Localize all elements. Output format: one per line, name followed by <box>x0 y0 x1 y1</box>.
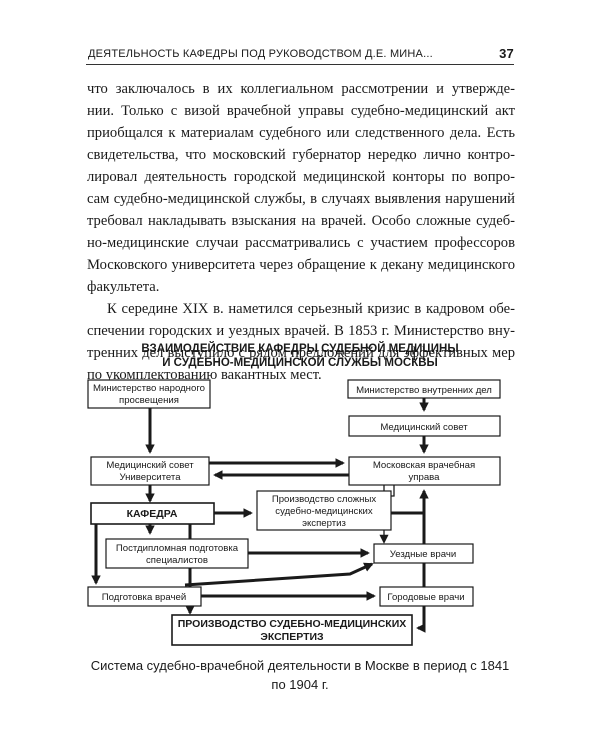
caption-line: по 1904 г. <box>271 677 329 692</box>
text-line: Московского университета через обращение… <box>87 257 515 273</box>
text-line: приобщался к материалам судебного или сл… <box>87 125 515 141</box>
node-medical-council: Медицинский совет <box>348 415 501 437</box>
diagram-title: ВЗАИМОДЕЙСТВИЕ КАФЕДРЫ СУДЕБНОЙ МЕДИЦИНЫ… <box>86 342 514 370</box>
node-label: Медицинский совет <box>380 422 468 433</box>
node-ministry-interior: Министерство внутренних дел <box>347 379 501 399</box>
node-doctor-training: Подготовка врачей <box>87 586 202 607</box>
text-line: спечении городских и уездных врачей. В 1… <box>87 323 515 339</box>
figure-caption: Система судебно-врачебной деятельности в… <box>86 656 514 694</box>
text-line: но-медицинские случаи рассматривались с … <box>87 235 515 251</box>
node-city-doctors: Городовые врачи <box>379 586 474 607</box>
node-label: просвещения <box>119 395 179 406</box>
node-ministry-education: Министерство народного просвещения <box>87 379 211 409</box>
running-head-title: ДЕЯТЕЛЬНОСТЬ КАФЕДРЫ ПОД РУКОВОДСТВОМ Д.… <box>88 48 433 60</box>
text-line: факультета. <box>87 279 160 295</box>
node-label: Московская врачебная <box>373 460 475 471</box>
node-moscow-medical-board: Московская врачебная управа <box>348 456 501 486</box>
page-number: 37 <box>499 46 514 61</box>
node-label: ЭКСПЕРТИЗ <box>260 631 324 643</box>
node-label: Городовые врачи <box>387 592 464 603</box>
paragraph-2: К середине XIX в. наметился серьезный кр… <box>87 298 515 386</box>
node-label: Министерство народного <box>93 383 205 394</box>
node-label: Подготовка врачей <box>102 592 186 603</box>
diagram-title-line: ВЗАИМОДЕЙСТВИЕ КАФЕДРЫ СУДЕБНОЙ МЕДИЦИНЫ <box>141 343 459 355</box>
text-line: К середине XIX в. наметился серьезный кр… <box>107 301 515 317</box>
text-line: требовал накладывать взыскания на врачей… <box>87 213 515 229</box>
text-line: что заключалось в их коллегиальном рассм… <box>87 81 515 97</box>
node-label: Медицинский совет <box>106 460 194 471</box>
text-line: лировал деятельность городской медицинск… <box>87 169 515 185</box>
body-text: что заключалось в их коллегиальном рассм… <box>87 78 515 386</box>
node-county-doctors: Уездные врачи <box>373 543 474 564</box>
caption-line: Система судебно-врачебной деятельности в… <box>90 658 510 673</box>
text-line: тренних дел выступило с рядом предложени… <box>87 345 515 361</box>
text-line: сам судебно-медицинской службы, в случая… <box>87 191 515 207</box>
running-head: ДЕЯТЕЛЬНОСТЬ КАФЕДРЫ ПОД РУКОВОДСТВОМ Д.… <box>86 44 514 65</box>
arrow-complex-to-board <box>391 489 429 515</box>
node-label: Министерство внутренних дел <box>356 385 492 396</box>
node-label: экспертиз <box>302 518 346 529</box>
paragraph-1: что заключалось в их коллегиальном рассм… <box>87 78 515 298</box>
text-line: по укомплектованию вакантных мест. <box>87 367 322 383</box>
node-label: Университета <box>119 472 181 483</box>
node-label: судебно-медицинских <box>275 506 373 517</box>
node-label: специалистов <box>146 555 208 566</box>
node-label: Уездные врачи <box>390 549 456 560</box>
node-forensic-examinations: ПРОИЗВОДСТВО СУДЕБНО-МЕДИЦИНСКИХ ЭКСПЕРТ… <box>171 614 413 646</box>
node-complex-examinations: Производство сложных судебно-медицинских… <box>256 490 392 531</box>
node-label: ПРОИЗВОДСТВО СУДЕБНО-МЕДИЦИНСКИХ <box>178 618 407 630</box>
arrow-board-to-exams <box>416 513 426 633</box>
node-label: Постдипломная подготовка <box>116 543 239 554</box>
diagram-title-line: И СУДЕБНО-МЕДИЦИНСКОЙ СЛУЖБЫ МОСКВЫ <box>162 357 438 369</box>
text-line: нии. Только с визой врачебной управы суд… <box>87 103 515 119</box>
node-kafedra: КАФЕДРА <box>90 502 215 525</box>
node-postgraduate-training: Постдипломная подготовка специалистов <box>105 538 249 569</box>
text-line: свидетельства, что московский губернатор… <box>87 147 515 163</box>
node-label: Производство сложных <box>272 494 377 505</box>
arrow-training-to-county <box>184 562 374 587</box>
node-label: управа <box>409 472 441 483</box>
node-label: КАФЕДРА <box>127 508 178 520</box>
node-university-council: Медицинский совет Университета <box>90 456 210 486</box>
